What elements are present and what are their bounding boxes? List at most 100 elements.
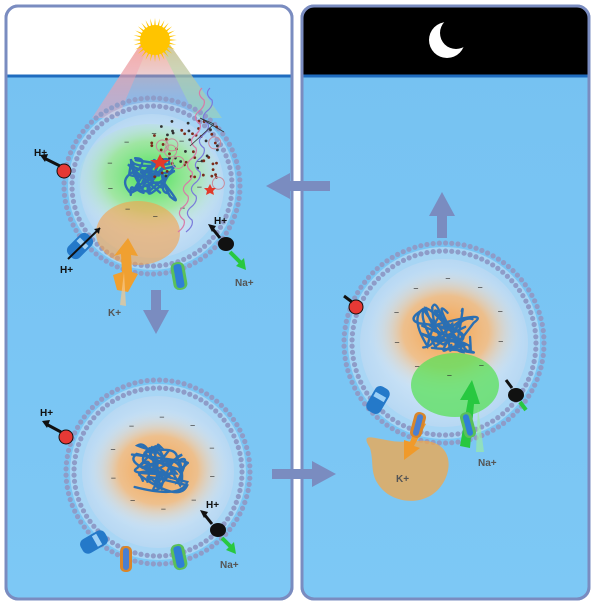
light-beam [92,42,222,118]
lipid-bead [350,324,356,331]
lipid-bead [126,382,132,388]
lipid-bead [193,385,199,391]
lipid-bead [424,249,430,256]
lipid-bead [371,280,377,286]
right-arrow [272,461,336,487]
lipid-bead [522,282,528,288]
lipid-bead [207,117,213,123]
lipid-bead [236,195,242,201]
proton-pump: H+ [40,408,74,445]
charge-label: − [197,182,202,192]
lipid-bead [227,411,233,418]
lipid-bead [74,490,80,497]
lipid-bead [198,397,204,403]
lipid-bead [230,416,237,423]
lipid-bead [104,545,110,551]
lipid-bead [541,340,547,346]
lipid-bead [67,216,74,222]
charge-label: − [129,421,134,431]
lipid-bead [227,526,233,533]
lipid-bead [80,430,87,436]
proton-pump [343,294,364,315]
potassium-gradient-cloud [96,201,180,265]
lipid-bead [490,262,496,268]
lipid-bead [389,425,395,432]
lipid-bead [534,376,540,383]
lipid-bead [235,201,241,208]
lipid-bead [525,376,532,382]
lipid-bead [73,138,79,145]
charge-label: − [159,412,164,422]
lipid-bead [361,401,368,407]
lipid-bead [355,289,361,296]
lipid-bead [187,555,193,561]
lipid-bead [150,377,156,383]
lipid-bead [374,265,380,272]
lipid-bead [237,511,243,517]
lipid-bead [245,487,251,494]
lipid-bead [365,274,372,281]
lipid-bead [63,460,70,466]
proton-label: H+ [34,148,47,159]
lipid-bead [193,553,199,559]
lipid-bead [220,219,227,225]
lipid-bead [138,104,144,110]
lipid-bead [528,309,534,316]
lipid-bead [138,96,144,102]
sodium-pump [504,379,528,412]
lipid-bead [76,133,82,139]
lipid-bead [186,254,192,260]
lipid-bead [221,417,227,423]
lipid-bead [237,487,243,494]
lipid-bead [64,453,70,460]
lipid-bead [198,550,204,556]
lipid-bead [181,101,187,107]
lipid-bead [380,409,386,415]
lipid-bead [229,177,235,183]
lipid-bead [231,433,237,439]
lipid-bead [540,352,546,359]
lipid-bead [157,271,163,277]
lipid-bead [138,559,144,566]
lipid-bead [379,261,385,268]
lipid-bead [436,248,442,254]
lipid-bead [449,440,455,446]
lipid-bead [532,298,538,304]
lipid-bead [505,263,512,270]
lipid-bead [163,385,169,391]
lipid-bead [192,394,199,400]
lipid-bead [169,378,175,384]
lipid-bead [238,457,244,463]
lipid-bead [217,412,223,419]
charge-label: − [447,370,452,380]
lipid-bead [93,115,99,121]
lipid-bead [479,256,485,262]
lipid-bead [67,496,73,503]
lipid-bead [225,516,231,522]
lipid-bead [208,534,214,540]
lipid-bead [538,315,544,321]
lipid-bead [231,152,238,159]
sodium-channel [170,543,188,571]
lipid-bead [490,418,496,424]
proton-label: H+ [60,265,73,276]
proteins [150,87,225,233]
lipid-bead [98,111,104,117]
lipid-bead [186,103,193,110]
lipid-bead [76,441,82,448]
lipid-bead [144,271,150,277]
lipid-bead [206,239,212,245]
lipid-bead [218,402,224,408]
lipid-bead [209,394,215,400]
lipid-bead [341,343,347,349]
lipid-bead [341,331,348,337]
lipid-bead [70,144,76,150]
lipid-bead [242,499,248,506]
lipid-bead [156,553,163,559]
lipid-bead [233,158,240,165]
lipid-bead [352,385,358,391]
lipid-bead [370,270,376,276]
sodium-channel [170,261,188,291]
lipid-bead [132,380,138,386]
lipid-bead [71,466,77,472]
